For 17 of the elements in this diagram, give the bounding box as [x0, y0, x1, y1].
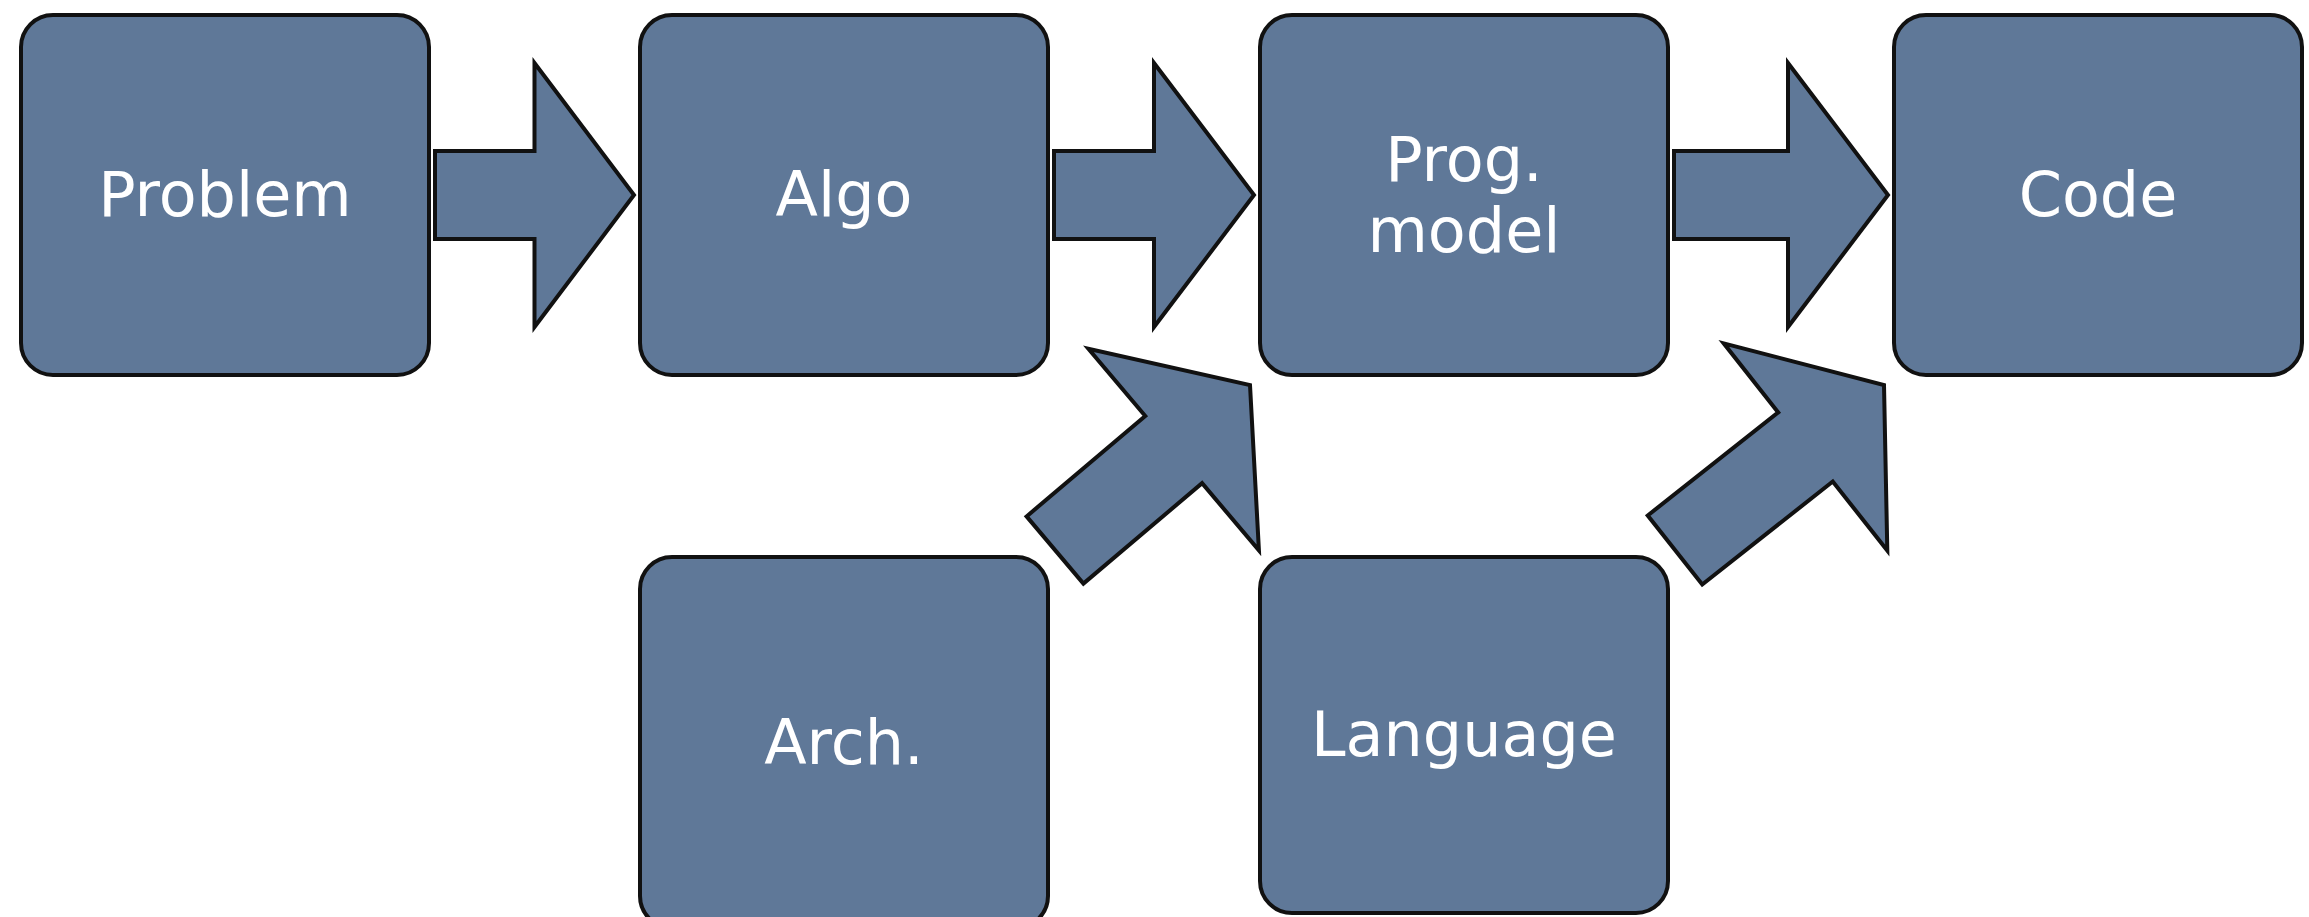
process-box	[638, 555, 1050, 917]
block-arrow	[433, 57, 637, 333]
box-label: Algo	[775, 159, 913, 231]
block-arrow	[1023, 345, 1262, 587]
block-arrow	[1644, 339, 1890, 588]
box-label: Code	[2018, 159, 2178, 231]
block-arrow	[1052, 57, 1257, 333]
process-box	[19, 13, 431, 377]
process-box	[1258, 555, 1670, 915]
box-label: Arch.	[764, 706, 924, 779]
box-label: Language	[1311, 699, 1617, 771]
process-box	[1892, 13, 2304, 377]
block-arrow	[1672, 57, 1891, 333]
box-label: Problem	[98, 159, 352, 231]
box-label: Prog. model	[1366, 123, 1562, 267]
process-box	[1258, 13, 1670, 377]
process-box	[638, 13, 1050, 377]
